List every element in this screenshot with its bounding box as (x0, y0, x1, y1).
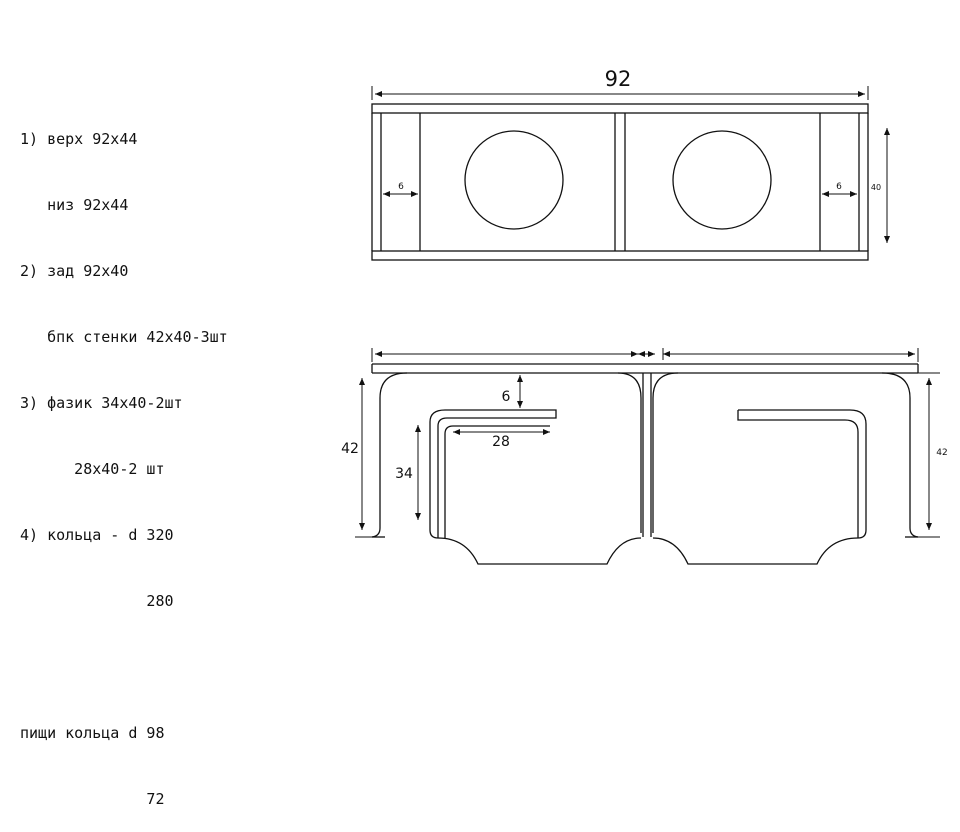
front-width-label: 92 (605, 67, 632, 91)
side-right-outer-wall (881, 372, 919, 538)
front-right-gap-label: 6 (836, 182, 842, 192)
front-view (371, 103, 869, 261)
bowl-hole-right (672, 130, 772, 230)
right-tray-bottom (652, 537, 859, 565)
note-line-6: 28х40-2 шт (20, 460, 165, 478)
right-tray-outer (738, 409, 867, 539)
note-line-9: пищи кольца d 98 (20, 724, 165, 742)
note-line-3: 2) зад 92х40 (20, 262, 129, 280)
side-view (371, 363, 919, 565)
side-left-outer-wall (371, 372, 408, 538)
note-line-10: 72 (20, 790, 165, 808)
left-tray-outer (429, 409, 557, 539)
note-line-2: низ 92х44 (20, 196, 129, 214)
note-line-1: 1) верх 92х44 (20, 130, 138, 148)
left-tray-bottom (437, 537, 642, 565)
front-dimensions (371, 86, 890, 243)
side-right-height-label: 42 (936, 448, 947, 458)
side-top-gap-label: 6 (502, 389, 511, 405)
note-line-7: 4) кольца - d 320 (20, 526, 174, 544)
front-bottom-board (371, 250, 869, 261)
front-height-label: 40 (871, 183, 881, 192)
technical-drawing: 92 6 6 40 (341, 67, 948, 565)
front-top-board (371, 103, 869, 114)
note-line-8: 280 (20, 592, 174, 610)
side-left-height-label: 42 (341, 441, 359, 457)
note-line-5: 3) фазик 34х40-2шт (20, 394, 183, 412)
bowl-hole-left (464, 130, 564, 230)
side-shelf-label: 28 (492, 434, 510, 450)
note-line-4: бпк стенки 42х40-3шт (20, 328, 228, 346)
front-left-gap-label: 6 (398, 182, 404, 192)
side-inner-height-label: 34 (395, 466, 413, 482)
side-dimensions (355, 348, 940, 538)
